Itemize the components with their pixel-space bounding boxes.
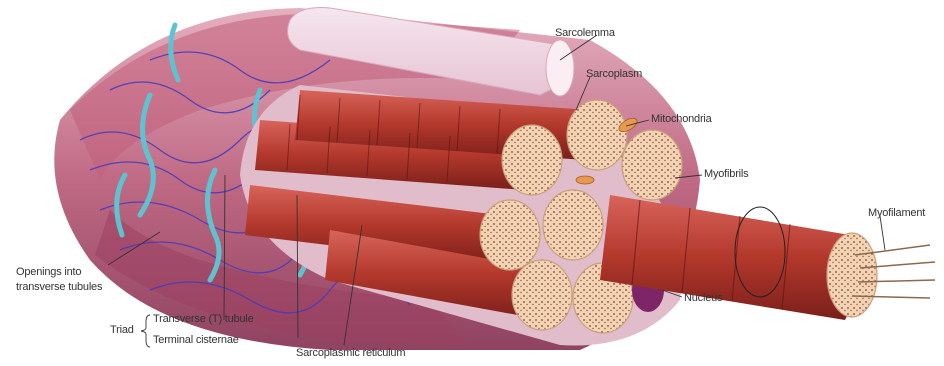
- label-mitochondria: Mitochondria: [651, 113, 712, 125]
- label-myofilament: Myofilament: [868, 207, 925, 219]
- sleeve-end: [546, 40, 574, 96]
- myofibril-extended-end: [827, 233, 877, 317]
- label-sarcoplasmic-reticulum: Sarcoplasmic reticulum: [296, 347, 405, 359]
- label-transverse-tubule: Transverse (T) tubule: [153, 313, 254, 325]
- label-triad: Triad: [110, 324, 134, 336]
- label-nucleus: Nucleus: [684, 292, 722, 304]
- label-sarcolemma: Sarcolemma: [555, 27, 615, 39]
- label-openings-line2: transverse tubules: [16, 281, 102, 293]
- label-myofibrils: Myofibrils: [704, 168, 748, 180]
- label-openings-line1: Openings into: [16, 266, 81, 278]
- label-terminal-cisternae: Terminal cisternae: [153, 334, 239, 346]
- label-sarcoplasm: Sarcoplasm: [586, 68, 642, 80]
